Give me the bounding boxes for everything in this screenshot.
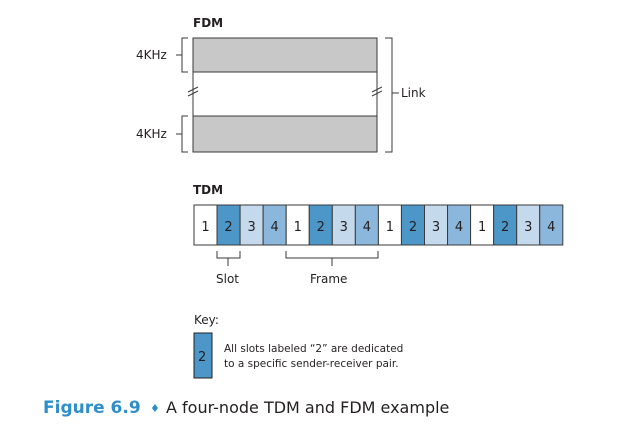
tdm-slot-box [539, 204, 564, 246]
break-mark-icon [187, 86, 383, 97]
tdm-slot-label: 2 [224, 220, 232, 235]
tdm-slot: 4 [262, 204, 287, 246]
fdm-diagram: 4KHz 4KHz Link [136, 37, 426, 153]
tdm-slot: 3 [239, 204, 264, 246]
frame-bracket [285, 251, 379, 259]
tdm-slot-label: 3 [524, 220, 532, 235]
channel-2-label: 4KHz [136, 127, 167, 141]
tdm-slot: 4 [447, 204, 472, 246]
key-title: Key: [194, 313, 219, 327]
channel-bracket-1 [181, 37, 188, 73]
tdm-title: TDM [193, 183, 223, 197]
tdm-slot-label: 3 [432, 220, 440, 235]
slot-label: Slot [216, 272, 239, 286]
figure-caption: A four-node TDM and FDM example [166, 398, 449, 417]
caption-separator: ♦ [150, 402, 160, 415]
tdm-slot: 1 [285, 204, 310, 246]
tdm-slot-label: 1 [201, 220, 209, 235]
tdm-slot-label: 4 [547, 220, 555, 235]
channel-bracket-2 [181, 115, 188, 153]
tdm-slot-label: 1 [386, 220, 394, 235]
link-label: Link [401, 86, 426, 100]
tdm-slot-label: 1 [478, 220, 486, 235]
tdm-slot: 4 [539, 204, 564, 246]
key-swatch-label: 2 [198, 350, 206, 365]
tdm-slot-label: 4 [271, 220, 279, 235]
tdm-slot: 3 [424, 204, 449, 246]
tdm-slot: 3 [516, 204, 541, 246]
key-swatch [193, 332, 213, 379]
tdm-slot: 2 [493, 204, 518, 246]
key-description-line-1: All slots labeled “2” are dedicated [224, 343, 403, 355]
tdm-slot-label: 1 [294, 220, 302, 235]
tdm-slot-label: 4 [363, 220, 371, 235]
tdm-slot: 3 [331, 204, 356, 246]
tdm-slot: 1 [470, 204, 495, 246]
tdm-slot-label: 3 [247, 220, 255, 235]
tdm-slot-label: 2 [317, 220, 325, 235]
slot-bracket [216, 251, 241, 259]
tdm-slot: 2 [400, 204, 426, 246]
link-bracket [385, 37, 393, 153]
tdm-slot: 1 [193, 204, 218, 246]
fdm-channel-band-1 [192, 37, 378, 73]
figure-number: Figure 6.9 [43, 398, 141, 418]
fdm-title: FDM [193, 16, 223, 30]
tdm-slot-label: 3 [340, 220, 348, 235]
key-description-line-2: to a specific sender-receiver pair. [224, 358, 399, 370]
tdm-slot: 1 [377, 204, 402, 246]
tdm-slot: 4 [354, 204, 379, 246]
fdm-channel-band-2 [192, 115, 378, 153]
tdm-slot-label: 2 [501, 220, 509, 235]
channel-1-label: 4KHz [136, 48, 167, 62]
frame-label: Frame [310, 272, 347, 286]
tdm-slot: 2 [216, 204, 241, 246]
tdm-slot-label: 2 [409, 220, 417, 235]
tdm-slot-label: 4 [455, 220, 463, 235]
tdm-slot: 2 [308, 204, 333, 246]
